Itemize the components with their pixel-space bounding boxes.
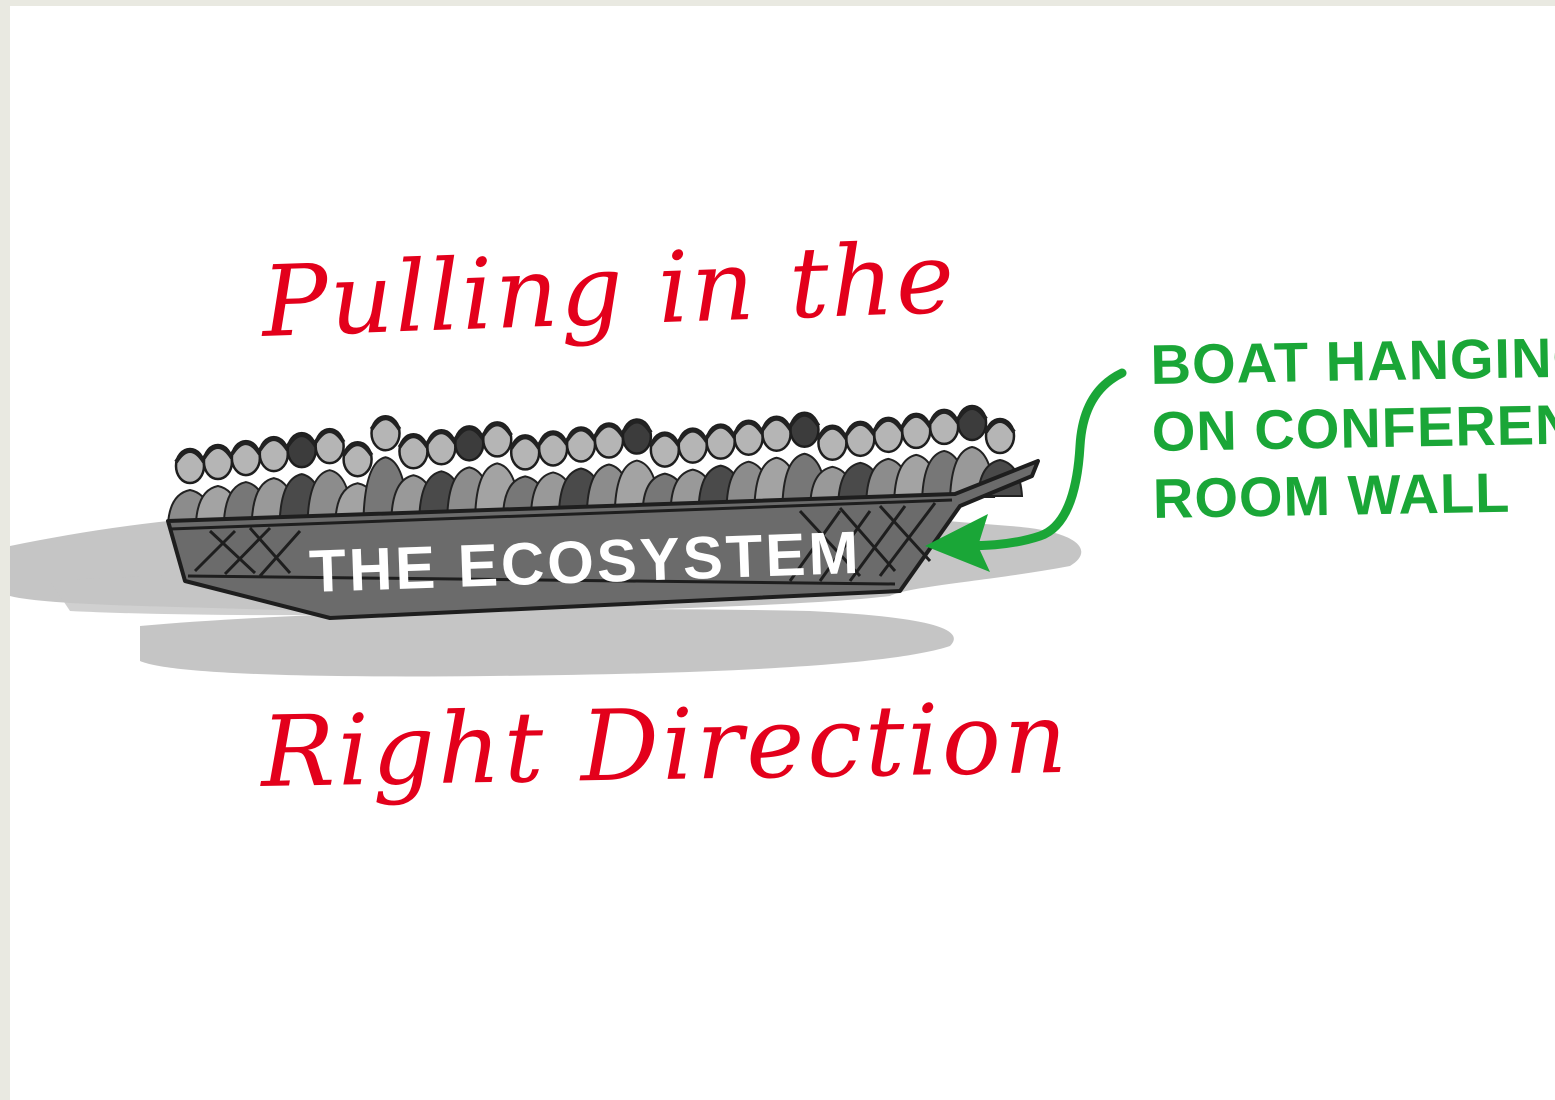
crowd-person-hair — [984, 419, 1016, 434]
hull-hatching — [193, 502, 937, 582]
crowd-person-hair — [341, 442, 374, 457]
crowd-person-hair — [900, 413, 932, 429]
crowd-person-hair — [621, 419, 653, 434]
crowd-person-hair — [481, 422, 513, 437]
annotation-line: BOAT HANGING — [1150, 325, 1555, 396]
boat-illustration: THE ECOSYSTEM — [10, 368, 1127, 677]
crowd-person-hair — [202, 445, 234, 460]
crowd-person-hair — [313, 429, 346, 444]
boat-hull: THE ECOSYSTEM — [166, 459, 1040, 620]
annotation-line: ROOM WALL — [1152, 460, 1511, 530]
crowd-person-hair — [565, 427, 597, 442]
sketch-canvas: THE ECOSYSTEM Pulling in the Right Direc… — [10, 6, 1555, 1100]
crowd-person-hair — [677, 428, 709, 443]
crowd-person-hair — [425, 430, 458, 445]
crowd-illustration — [166, 404, 1024, 525]
crowd-person-hair — [816, 425, 849, 440]
crowd-person-hair — [760, 416, 793, 431]
crowd-person-hair — [174, 449, 206, 464]
crowd-person-hair — [649, 432, 681, 447]
crowd-person-hair — [537, 431, 569, 446]
crowd-person-hair — [453, 426, 485, 441]
crowd-person-hair — [230, 441, 262, 456]
annotation-text: BOAT HANGING ON CONFERENCE ROOM WALL — [1150, 322, 1555, 532]
crowd-person-hair — [705, 424, 737, 439]
crowd-person-hair — [956, 406, 988, 421]
crowd-person-hair — [844, 421, 877, 436]
title-line-2: Right Direction — [260, 681, 1071, 810]
crowd-person-hair — [732, 420, 765, 435]
crowd-person-hair — [286, 433, 318, 448]
annotation-line: ON CONFERENCE — [1151, 391, 1555, 463]
crowd-person-hair — [593, 423, 625, 438]
title-line-1: Pulling in the — [260, 221, 958, 360]
crowd-person-hair — [509, 435, 541, 450]
curved-arrow-icon — [925, 368, 1127, 572]
crowd-person-hair — [397, 434, 430, 449]
crowd-person-hair — [788, 412, 821, 427]
crowd-person-hair — [369, 416, 402, 431]
crowd-person-hair — [872, 417, 904, 432]
crowd-person-hair — [258, 437, 290, 452]
crowd-person-hair — [928, 409, 960, 425]
